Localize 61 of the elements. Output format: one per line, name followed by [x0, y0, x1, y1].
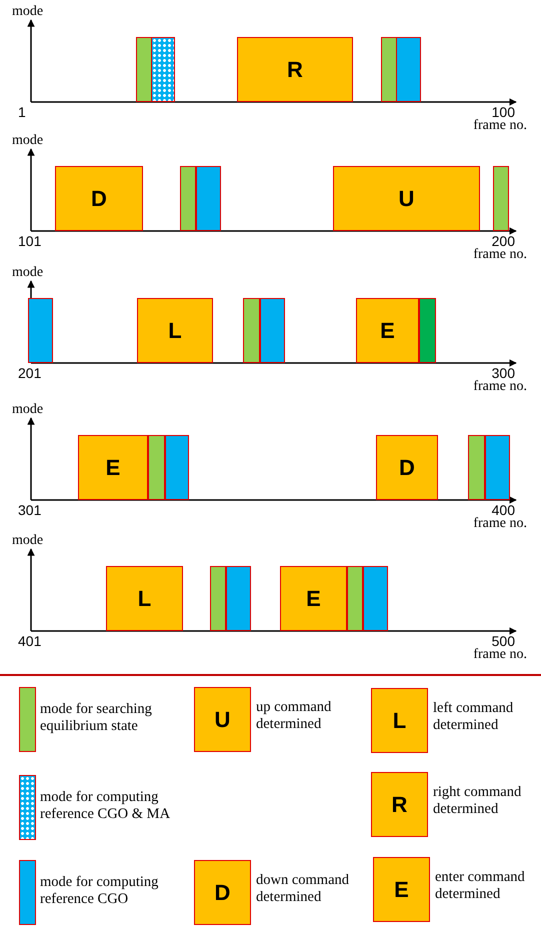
- axis-label: mode: [12, 265, 44, 282]
- mode-bar: [165, 435, 189, 500]
- axis-label: frame no.: [473, 379, 527, 396]
- axis-label: frame no.: [473, 647, 527, 664]
- mode-bar: [28, 298, 53, 363]
- mode-bar: [347, 566, 363, 631]
- axis-label: mode: [12, 133, 44, 150]
- mode-bar: [396, 37, 421, 102]
- tick-label: 500: [492, 633, 515, 649]
- command-box: E: [356, 298, 419, 363]
- command-box: U: [194, 687, 251, 752]
- legend-text: enter command determined: [435, 869, 526, 902]
- tick-label: 301: [18, 502, 42, 518]
- legend-text: mode for searching equilibrium state: [40, 701, 153, 734]
- mode-bar: [136, 37, 152, 102]
- axis-label: mode: [12, 402, 44, 418]
- command-box: D: [194, 860, 251, 925]
- tick-label: 400: [492, 502, 515, 518]
- axis-label: frame no.: [473, 118, 527, 134]
- mode-bar: [493, 166, 509, 231]
- command-box: R: [237, 37, 353, 102]
- command-box: D: [376, 435, 438, 500]
- tick-label: 300: [492, 365, 515, 381]
- command-box: E: [280, 566, 347, 631]
- legend-text: down command determined: [256, 872, 350, 906]
- axis-label: mode: [12, 533, 44, 550]
- mode-bar: [226, 566, 251, 631]
- tick-label: 200: [492, 233, 515, 249]
- mode-bar: [151, 37, 175, 102]
- mode-bar: [419, 298, 436, 363]
- axis-label: frame no.: [473, 516, 527, 532]
- legend-text: up command determined: [256, 699, 332, 732]
- mode-bar: [196, 166, 221, 231]
- command-box: L: [137, 298, 213, 363]
- tick-label: 101: [18, 233, 42, 249]
- legend-text: right command determined: [433, 784, 522, 818]
- tick-label: 1: [18, 104, 26, 120]
- tick-label: 100: [492, 104, 515, 120]
- command-box: E: [78, 435, 148, 500]
- mode-bar: [180, 166, 196, 231]
- mode-bar: [485, 435, 510, 500]
- axis-label: mode: [12, 4, 44, 20]
- mode-bar: [243, 298, 260, 363]
- command-box: U: [333, 166, 480, 231]
- mode-bar: [381, 37, 397, 102]
- legend-text: left command determined: [433, 700, 514, 734]
- mode-bar: [363, 566, 388, 631]
- mode-bar: [468, 435, 485, 500]
- command-box: L: [106, 566, 183, 631]
- mode-bar: [210, 566, 226, 631]
- mode-bar: [148, 435, 165, 500]
- legend-text: mode for computing reference CGO: [40, 874, 160, 908]
- legend-text: mode for computing reference CGO & MA: [40, 789, 172, 822]
- command-box: E: [373, 857, 430, 922]
- command-box: R: [371, 772, 428, 837]
- tick-label: 401: [18, 633, 42, 649]
- tick-label: 201: [18, 365, 42, 381]
- axis-label: frame no.: [473, 247, 527, 264]
- mode-bar: [260, 298, 285, 363]
- command-box: D: [55, 166, 143, 231]
- command-box: L: [371, 688, 428, 753]
